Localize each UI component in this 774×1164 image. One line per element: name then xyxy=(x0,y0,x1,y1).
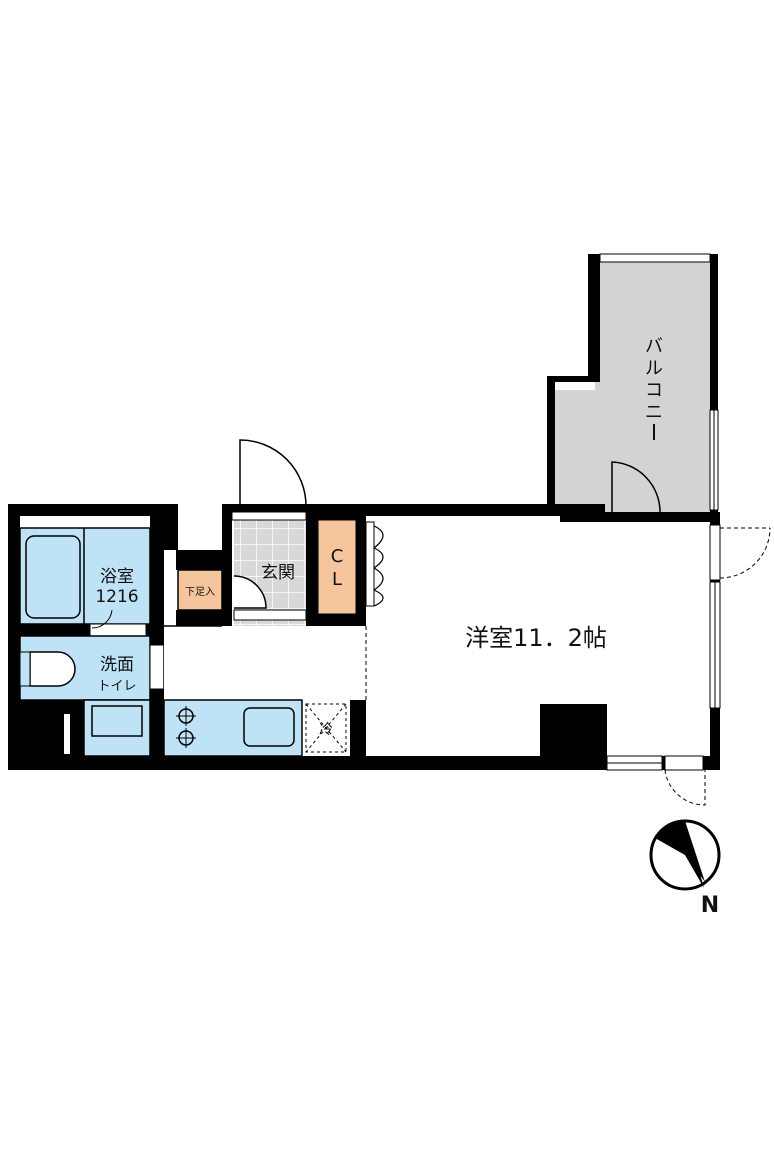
bath-label: 浴室 xyxy=(100,567,134,587)
closet-label-bottom: L xyxy=(332,569,342,590)
fridge-label: 冷 xyxy=(319,722,333,738)
balcony-label: バ ル コ ニ xyxy=(645,336,663,440)
toilet-label: トイレ xyxy=(97,679,136,694)
entrance-label: 玄関 xyxy=(261,563,295,583)
right-openings xyxy=(606,524,771,806)
compass-north-label: N xyxy=(701,893,719,918)
compass: N xyxy=(649,819,721,918)
washroom xyxy=(19,635,209,760)
washroom-label: 洗面 xyxy=(100,655,134,675)
closet-label-top: C xyxy=(331,546,344,567)
balcony-label-char: コ xyxy=(645,380,663,401)
closet xyxy=(306,516,384,626)
western-room-label: 洋室11．2帖 xyxy=(465,624,607,652)
balcony-label-char: バ xyxy=(645,336,663,357)
shoe-storage-label: 下足入 xyxy=(185,586,215,598)
balcony xyxy=(547,253,719,513)
balcony-label-char: ル xyxy=(645,358,663,379)
bath-size-label: 1216 xyxy=(95,587,138,607)
kitchen xyxy=(163,625,367,760)
entrance xyxy=(176,439,307,626)
bathroom xyxy=(19,516,164,638)
balcony-label-char: ニ xyxy=(645,402,663,423)
